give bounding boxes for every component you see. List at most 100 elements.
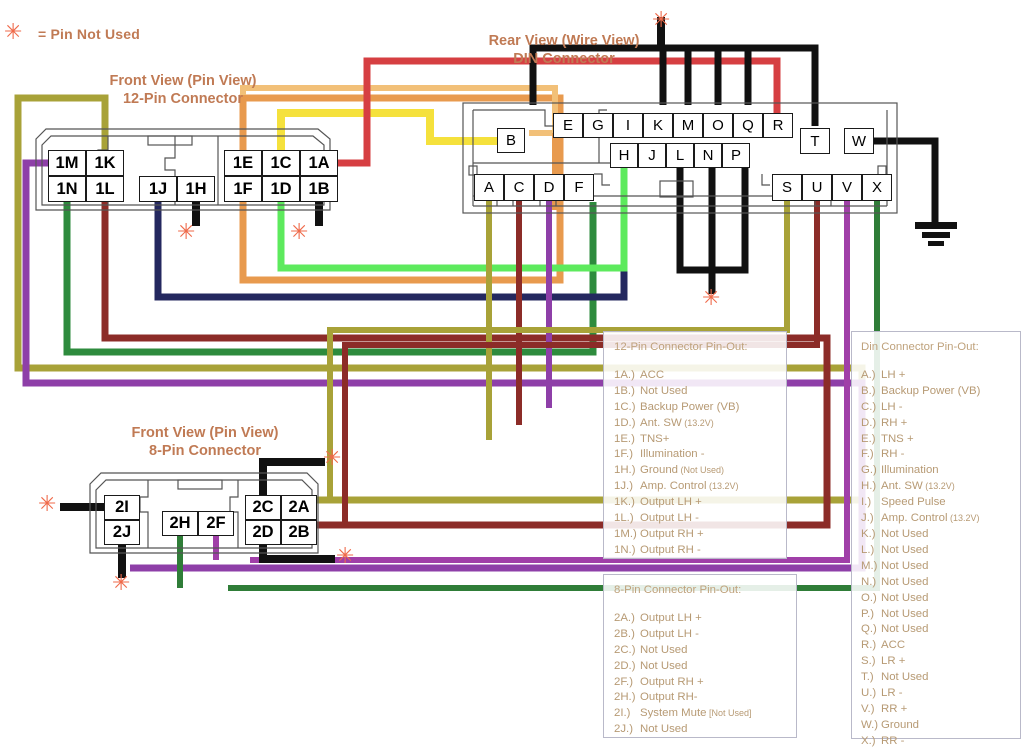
pinout-row: S.) LR + bbox=[861, 654, 1011, 670]
pin-cell-din-d: D bbox=[534, 174, 564, 201]
pinout-row-value: Amp. Control bbox=[640, 480, 707, 493]
wire-black-bus-left bbox=[529, 44, 715, 105]
pin-cell-12-1c: 1C bbox=[262, 150, 300, 176]
pinout-row-value: LR + bbox=[881, 655, 906, 668]
pinout-row-value: Output LH + bbox=[640, 496, 702, 509]
pinout-row: 2J.)Not Used bbox=[614, 722, 786, 738]
legend-not-used-label: = Pin Not Used bbox=[38, 26, 140, 42]
pinout-row-value: Backup Power (VB) bbox=[640, 400, 740, 413]
pinout-row-key: 2F.) bbox=[614, 675, 633, 688]
pin-cell-8-2c: 2C bbox=[245, 495, 281, 520]
pinout-row: G.)Illumination bbox=[861, 463, 1011, 479]
pinout-row: Q.)Not Used bbox=[861, 622, 1011, 638]
pinout-row-key: 1J.) bbox=[614, 480, 633, 493]
pinout-row-value: Output RH + bbox=[640, 675, 704, 688]
pinout-row-note: (13.2V) bbox=[922, 481, 955, 492]
pinout-row-key: 1A.) bbox=[614, 368, 635, 381]
pinout-row-value: Not Used bbox=[881, 559, 929, 572]
pinout-row-value: Not Used bbox=[881, 607, 929, 620]
pin-cell-12-1h: 1H bbox=[177, 176, 215, 202]
pinout-row: 1F.)Illumination - bbox=[614, 447, 776, 463]
pinout-row-value: TNS + bbox=[881, 432, 914, 445]
pinout-row: K.)Not Used bbox=[861, 527, 1011, 543]
pinout-row: H.)Ant. SW (13.2V) bbox=[861, 479, 1011, 495]
pinout-row-key: O.) bbox=[861, 591, 877, 604]
pin-cell-din-b: B bbox=[497, 128, 525, 153]
pinout-row-value: Output LH - bbox=[640, 512, 699, 525]
pinout-row: 2I.)System Mute [Not Used] bbox=[614, 706, 786, 722]
pinout-row: D.)RH + bbox=[861, 416, 1011, 432]
pinout-row-value: Not Used bbox=[640, 659, 688, 672]
pinout-row-key: T.) bbox=[861, 671, 874, 684]
ground-bar-1 bbox=[915, 222, 957, 229]
star-2c-not-used: ✳ bbox=[323, 446, 342, 471]
pinout-row: 1B.)Not Used bbox=[614, 384, 776, 400]
pin-cell-din-h: H bbox=[610, 143, 638, 168]
star-2j-not-used: ✳ bbox=[112, 571, 131, 596]
pinout-row-key: 2A.) bbox=[614, 611, 635, 624]
title-din-line2: DIN Connector bbox=[513, 51, 615, 68]
pinout-row: 2H.)Output RH- bbox=[614, 690, 786, 706]
pin-cell-din-u: U bbox=[802, 174, 832, 201]
star-din-bottom-not-used: ✳ bbox=[702, 286, 721, 311]
title-din: Rear View (Wire View) DIN Connector bbox=[440, 32, 688, 68]
pinout-row: A.)LH + bbox=[861, 368, 1011, 384]
pinout-row-key: S.) bbox=[861, 655, 876, 668]
pinout-row-value: Not Used bbox=[881, 671, 929, 684]
pinout-row: 2A.)Output LH + bbox=[614, 611, 786, 627]
pin-cell-8-2a: 2A bbox=[281, 495, 317, 520]
pinout-row-value: ACC bbox=[640, 368, 665, 381]
pin-cell-din-p: P bbox=[722, 143, 750, 168]
pin-cell-12-1e: 1E bbox=[224, 150, 262, 176]
pinout-row-key: A.) bbox=[861, 368, 876, 381]
pinout-row-key: 1H.) bbox=[614, 464, 636, 477]
title-8pin-line1: Front View (Pin View) bbox=[131, 425, 279, 441]
pin-cell-din-w: W bbox=[844, 128, 874, 154]
pinout-row: 1C.)Backup Power (VB) bbox=[614, 400, 776, 416]
pin-cell-12-1d: 1D bbox=[262, 176, 300, 202]
pin-cell-12-1m: 1M bbox=[48, 150, 86, 176]
pinout-row-value: Not Used bbox=[881, 543, 929, 556]
wire-purple-1m bbox=[22, 159, 866, 572]
pinout-row: 1L.)Output LH - bbox=[614, 511, 776, 527]
star-2d-not-used: ✳ bbox=[336, 544, 355, 569]
pinout-row-key: H.) bbox=[861, 480, 877, 493]
pinout-row: 2F.) Output RH + bbox=[614, 675, 786, 691]
pinout-row-key: U.) bbox=[861, 687, 877, 700]
pinout-row-value: Output RH + bbox=[640, 527, 704, 540]
pinout-row-value: Not Used bbox=[881, 591, 929, 604]
pinout-din-rows: A.)LH +B.)Backup Power (VB)C.)LH -D.)RH … bbox=[861, 368, 1011, 749]
pinout-row-key: L.) bbox=[861, 543, 875, 556]
wire-olive-din-s bbox=[327, 201, 790, 500]
pinout-row-key: 2B.) bbox=[614, 627, 635, 640]
pinout-row-value: Ground bbox=[640, 464, 678, 477]
pin-cell-8-2b: 2B bbox=[281, 520, 317, 545]
wire-violet-din-v bbox=[250, 201, 850, 563]
pin-cell-din-k: K bbox=[643, 113, 673, 138]
pinout-row-value: Output RH- bbox=[640, 691, 698, 704]
pin-cell-12-1k: 1K bbox=[86, 150, 124, 176]
pin-cell-din-i: I bbox=[613, 113, 643, 138]
pin-cell-12-1n: 1N bbox=[48, 176, 86, 202]
pinout-row-note: (13.2V) bbox=[681, 417, 714, 428]
pin-cell-8-2f: 2F bbox=[198, 511, 234, 536]
star-2i-not-used: ✳ bbox=[38, 492, 57, 517]
pin-cell-din-m: M bbox=[673, 113, 703, 138]
pinout-row: 1N.)Output RH - bbox=[614, 543, 776, 559]
pin-cell-8-2i: 2I bbox=[104, 495, 140, 520]
pinout-row-value: Speed Pulse bbox=[881, 496, 946, 509]
pinout-row-note: [Not Used] bbox=[706, 708, 752, 719]
pinout-row-value: Ant. SW bbox=[640, 416, 682, 429]
pin-cell-12-1l: 1L bbox=[86, 176, 124, 202]
pinout-8pin-header: 8-Pin Connector Pin-Out: bbox=[614, 584, 742, 596]
ground-bar-2 bbox=[922, 232, 950, 238]
pinout-8pin-rows: 2A.)Output LH +2B.)Output LH -2C.)Not Us… bbox=[614, 611, 786, 738]
pinout-12pin-header: 12-Pin Connector Pin-Out: bbox=[614, 341, 748, 353]
pin-cell-din-l: L bbox=[666, 143, 694, 168]
pin-cell-din-r: R bbox=[763, 113, 793, 138]
pin-cell-din-o: O bbox=[703, 113, 733, 138]
title-12pin-line2: 12-Pin Connector bbox=[122, 91, 244, 108]
pinout-row: T.) Not Used bbox=[861, 670, 1011, 686]
pinout-row-value: Not Used bbox=[881, 623, 929, 636]
